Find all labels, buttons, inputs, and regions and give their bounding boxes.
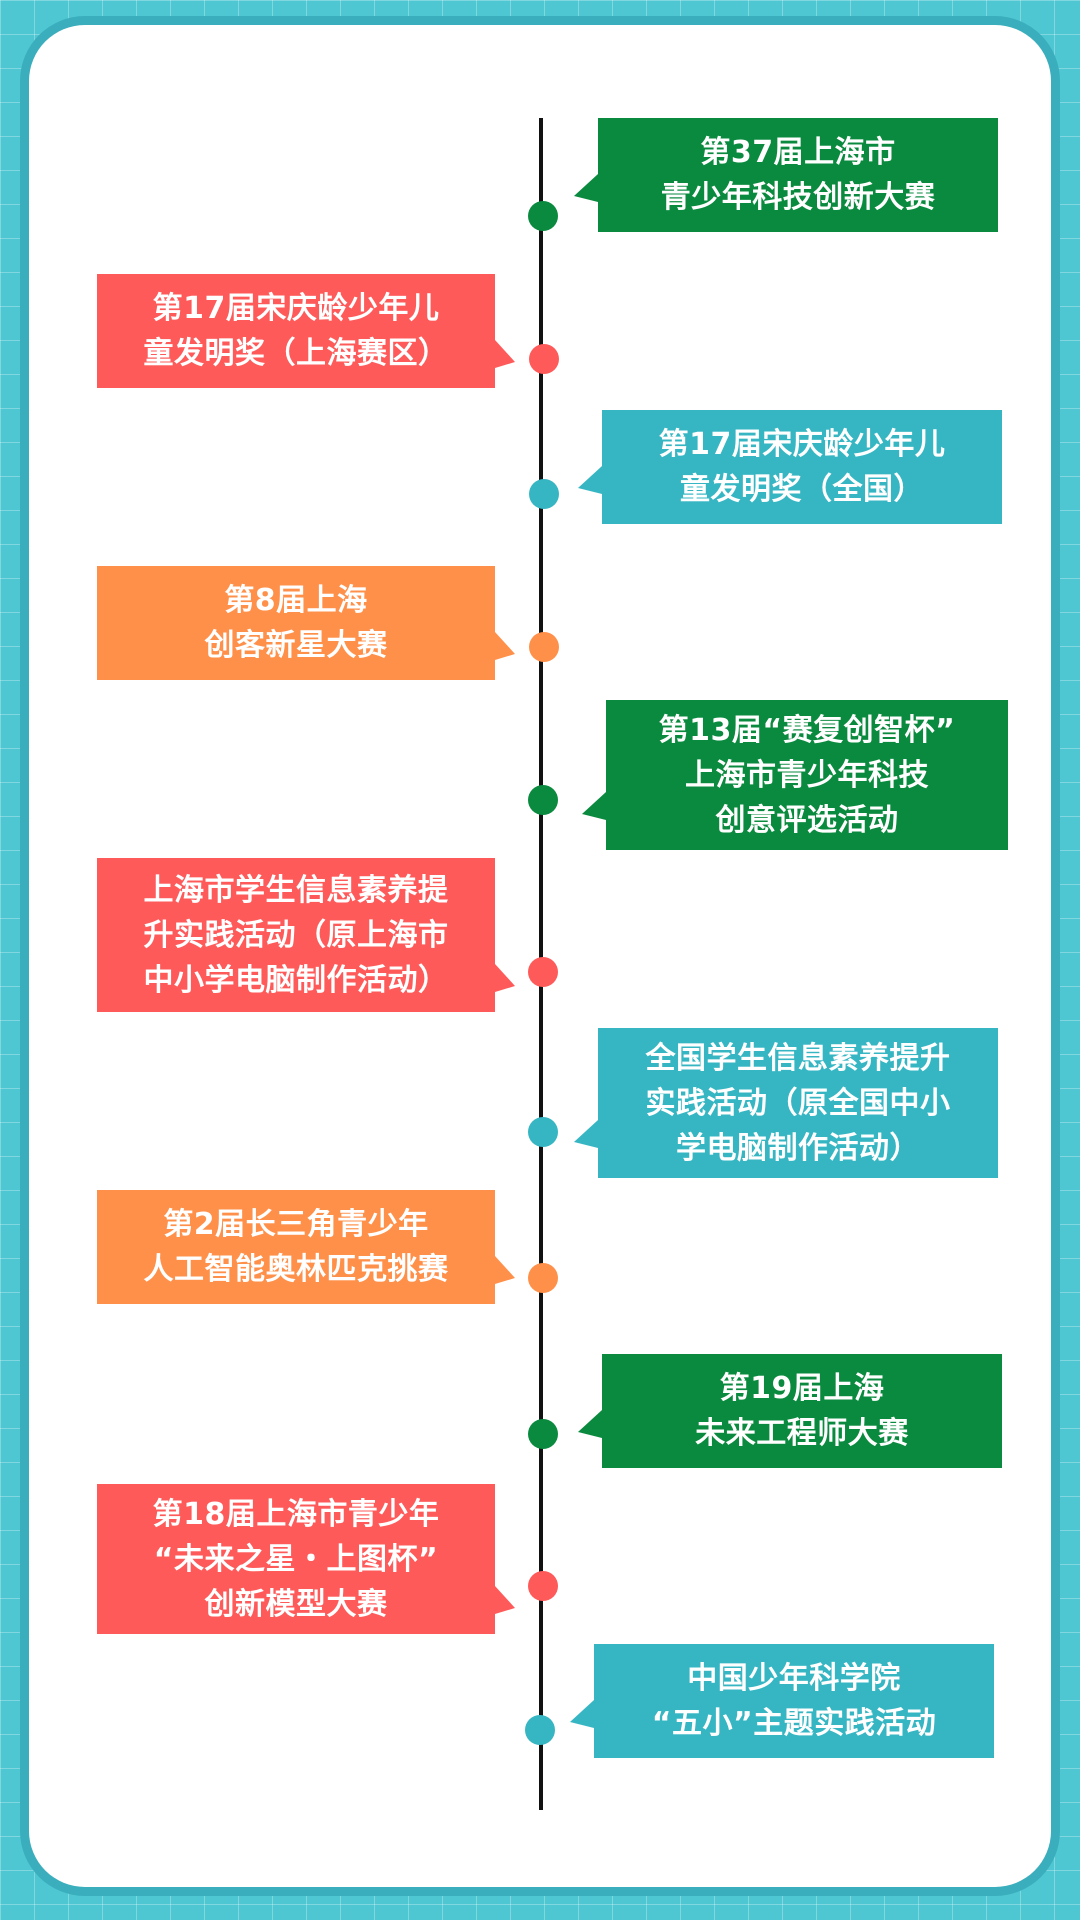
event-box: 第13届“赛复创智杯” 上海市青少年科技 创意评选活动 xyxy=(582,700,1008,850)
event-box: 第37届上海市 青少年科技创新大赛 xyxy=(574,118,998,232)
event-box: 第17届宋庆龄少年儿 童发明奖（全国） xyxy=(578,410,1002,524)
timeline-dot xyxy=(528,201,558,231)
timeline-dot xyxy=(528,1571,558,1601)
event-box: 第2届长三角青少年 人工智能奥林匹克挑赛 xyxy=(97,1190,515,1304)
timeline-dot xyxy=(528,1117,558,1147)
event-box: 上海市学生信息素养提 升实践活动（原上海市 中小学电脑制作活动） xyxy=(97,858,515,1012)
timeline-dot xyxy=(528,957,558,987)
event-box: 全国学生信息素养提升 实践活动（原全国中小 学电脑制作活动） xyxy=(574,1028,998,1178)
timeline-dot xyxy=(529,344,559,374)
timeline-dot xyxy=(529,632,559,662)
timeline-dot xyxy=(528,1263,558,1293)
event-box: 第18届上海市青少年 “未来之星・上图杯” 创新模型大赛 xyxy=(97,1484,515,1634)
timeline-dot xyxy=(528,1419,558,1449)
timeline-dot xyxy=(529,479,559,509)
event-box: 第17届宋庆龄少年儿 童发明奖（上海赛区） xyxy=(97,274,515,388)
timeline-dot xyxy=(525,1715,555,1745)
event-box: 中国少年科学院 “五小”主题实践活动 xyxy=(570,1644,994,1758)
timeline-dot xyxy=(528,785,558,815)
event-box: 第8届上海 创客新星大赛 xyxy=(97,566,515,680)
event-box: 第19届上海 未来工程师大赛 xyxy=(578,1354,1002,1468)
